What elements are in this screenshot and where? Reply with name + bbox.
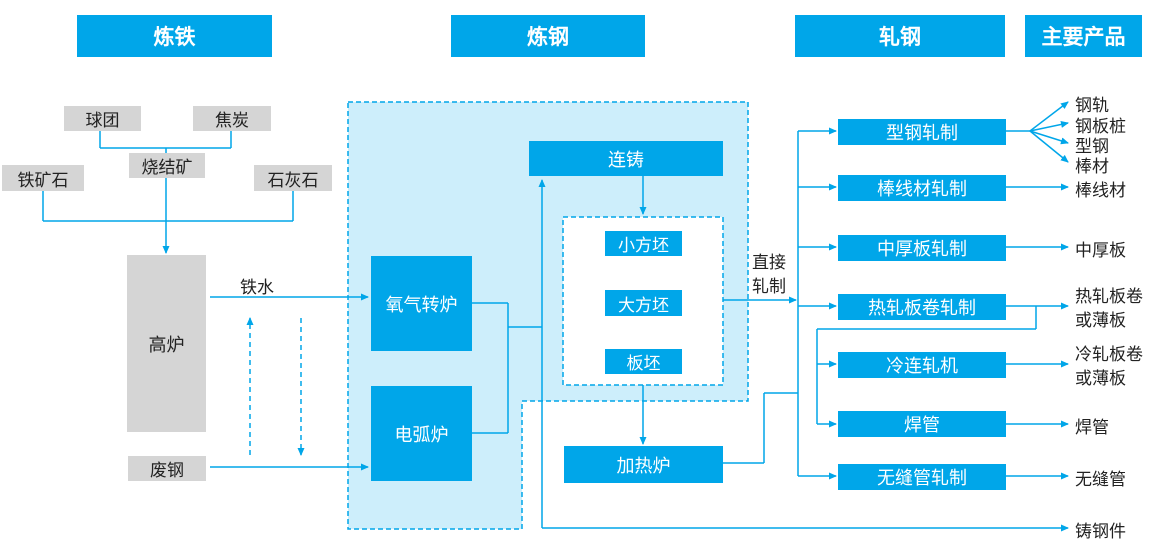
bof-furnace: 氧气转炉 — [371, 256, 472, 351]
product-sheet-pile: 钢板桩 — [1075, 117, 1126, 137]
rolling-plate: 中厚板轧制 — [838, 235, 1006, 261]
product-cold-rolled: 冷轧板卷 或薄板 — [1075, 343, 1143, 391]
raw-sinter: 烧结矿 — [129, 153, 205, 178]
rolling-bar-wire: 棒线材轧制 — [838, 175, 1006, 201]
raw-scrap: 废钢 — [128, 456, 206, 481]
product-plate: 中厚板 — [1075, 241, 1126, 261]
product-welded-pipe: 焊管 — [1075, 418, 1109, 438]
direct-rolling-line2: 轧制 — [752, 277, 786, 297]
bloom-box: 大方坯 — [605, 290, 682, 316]
eaf-furnace: 电弧炉 — [371, 386, 472, 481]
direct-rolling-line1: 直接 — [752, 253, 786, 273]
product-cold-rolled-line1: 冷轧板卷 — [1075, 345, 1143, 365]
product-section: 型钢 — [1075, 137, 1109, 157]
product-cold-rolled-line2: 或薄板 — [1075, 369, 1126, 389]
hot-metal-label: 铁水 — [240, 278, 274, 298]
rolling-hot-strip: 热轧板卷轧制 — [838, 294, 1006, 320]
product-bar: 棒材 — [1075, 157, 1109, 177]
billet-box: 小方坯 — [605, 231, 682, 256]
rolling-seamless-pipe: 无缝管轧制 — [838, 464, 1006, 490]
raw-limestone: 石灰石 — [254, 165, 332, 191]
raw-iron-ore: 铁矿石 — [2, 165, 84, 191]
product-hot-rolled: 热轧板卷 或薄板 — [1075, 285, 1143, 333]
header-products: 主要产品 — [1025, 15, 1142, 57]
product-rail: 钢轨 — [1075, 96, 1109, 116]
continuous-caster: 连铸 — [529, 141, 723, 176]
header-ironmaking: 炼铁 — [77, 15, 272, 57]
product-seamless-pipe: 无缝管 — [1075, 470, 1126, 490]
rolling-section: 型钢轧制 — [838, 119, 1006, 145]
product-casting: 铸钢件 — [1075, 522, 1126, 542]
header-rolling: 轧钢 — [795, 15, 1005, 57]
direct-rolling-label: 直接 轧制 — [752, 251, 786, 299]
blast-furnace: 高炉 — [127, 255, 206, 432]
product-wire-rod: 棒线材 — [1075, 181, 1126, 201]
product-hot-rolled-line2: 或薄板 — [1075, 311, 1126, 331]
rolling-cold-mill: 冷连轧机 — [838, 352, 1006, 378]
rolling-welded-pipe: 焊管 — [838, 411, 1006, 437]
raw-pellet: 球团 — [64, 106, 141, 131]
reheating-furnace: 加热炉 — [564, 446, 723, 483]
slab-box: 板坯 — [605, 349, 682, 374]
raw-coke: 焦炭 — [193, 106, 271, 131]
header-steelmaking: 炼钢 — [451, 15, 645, 57]
product-hot-rolled-line1: 热轧板卷 — [1075, 287, 1143, 307]
